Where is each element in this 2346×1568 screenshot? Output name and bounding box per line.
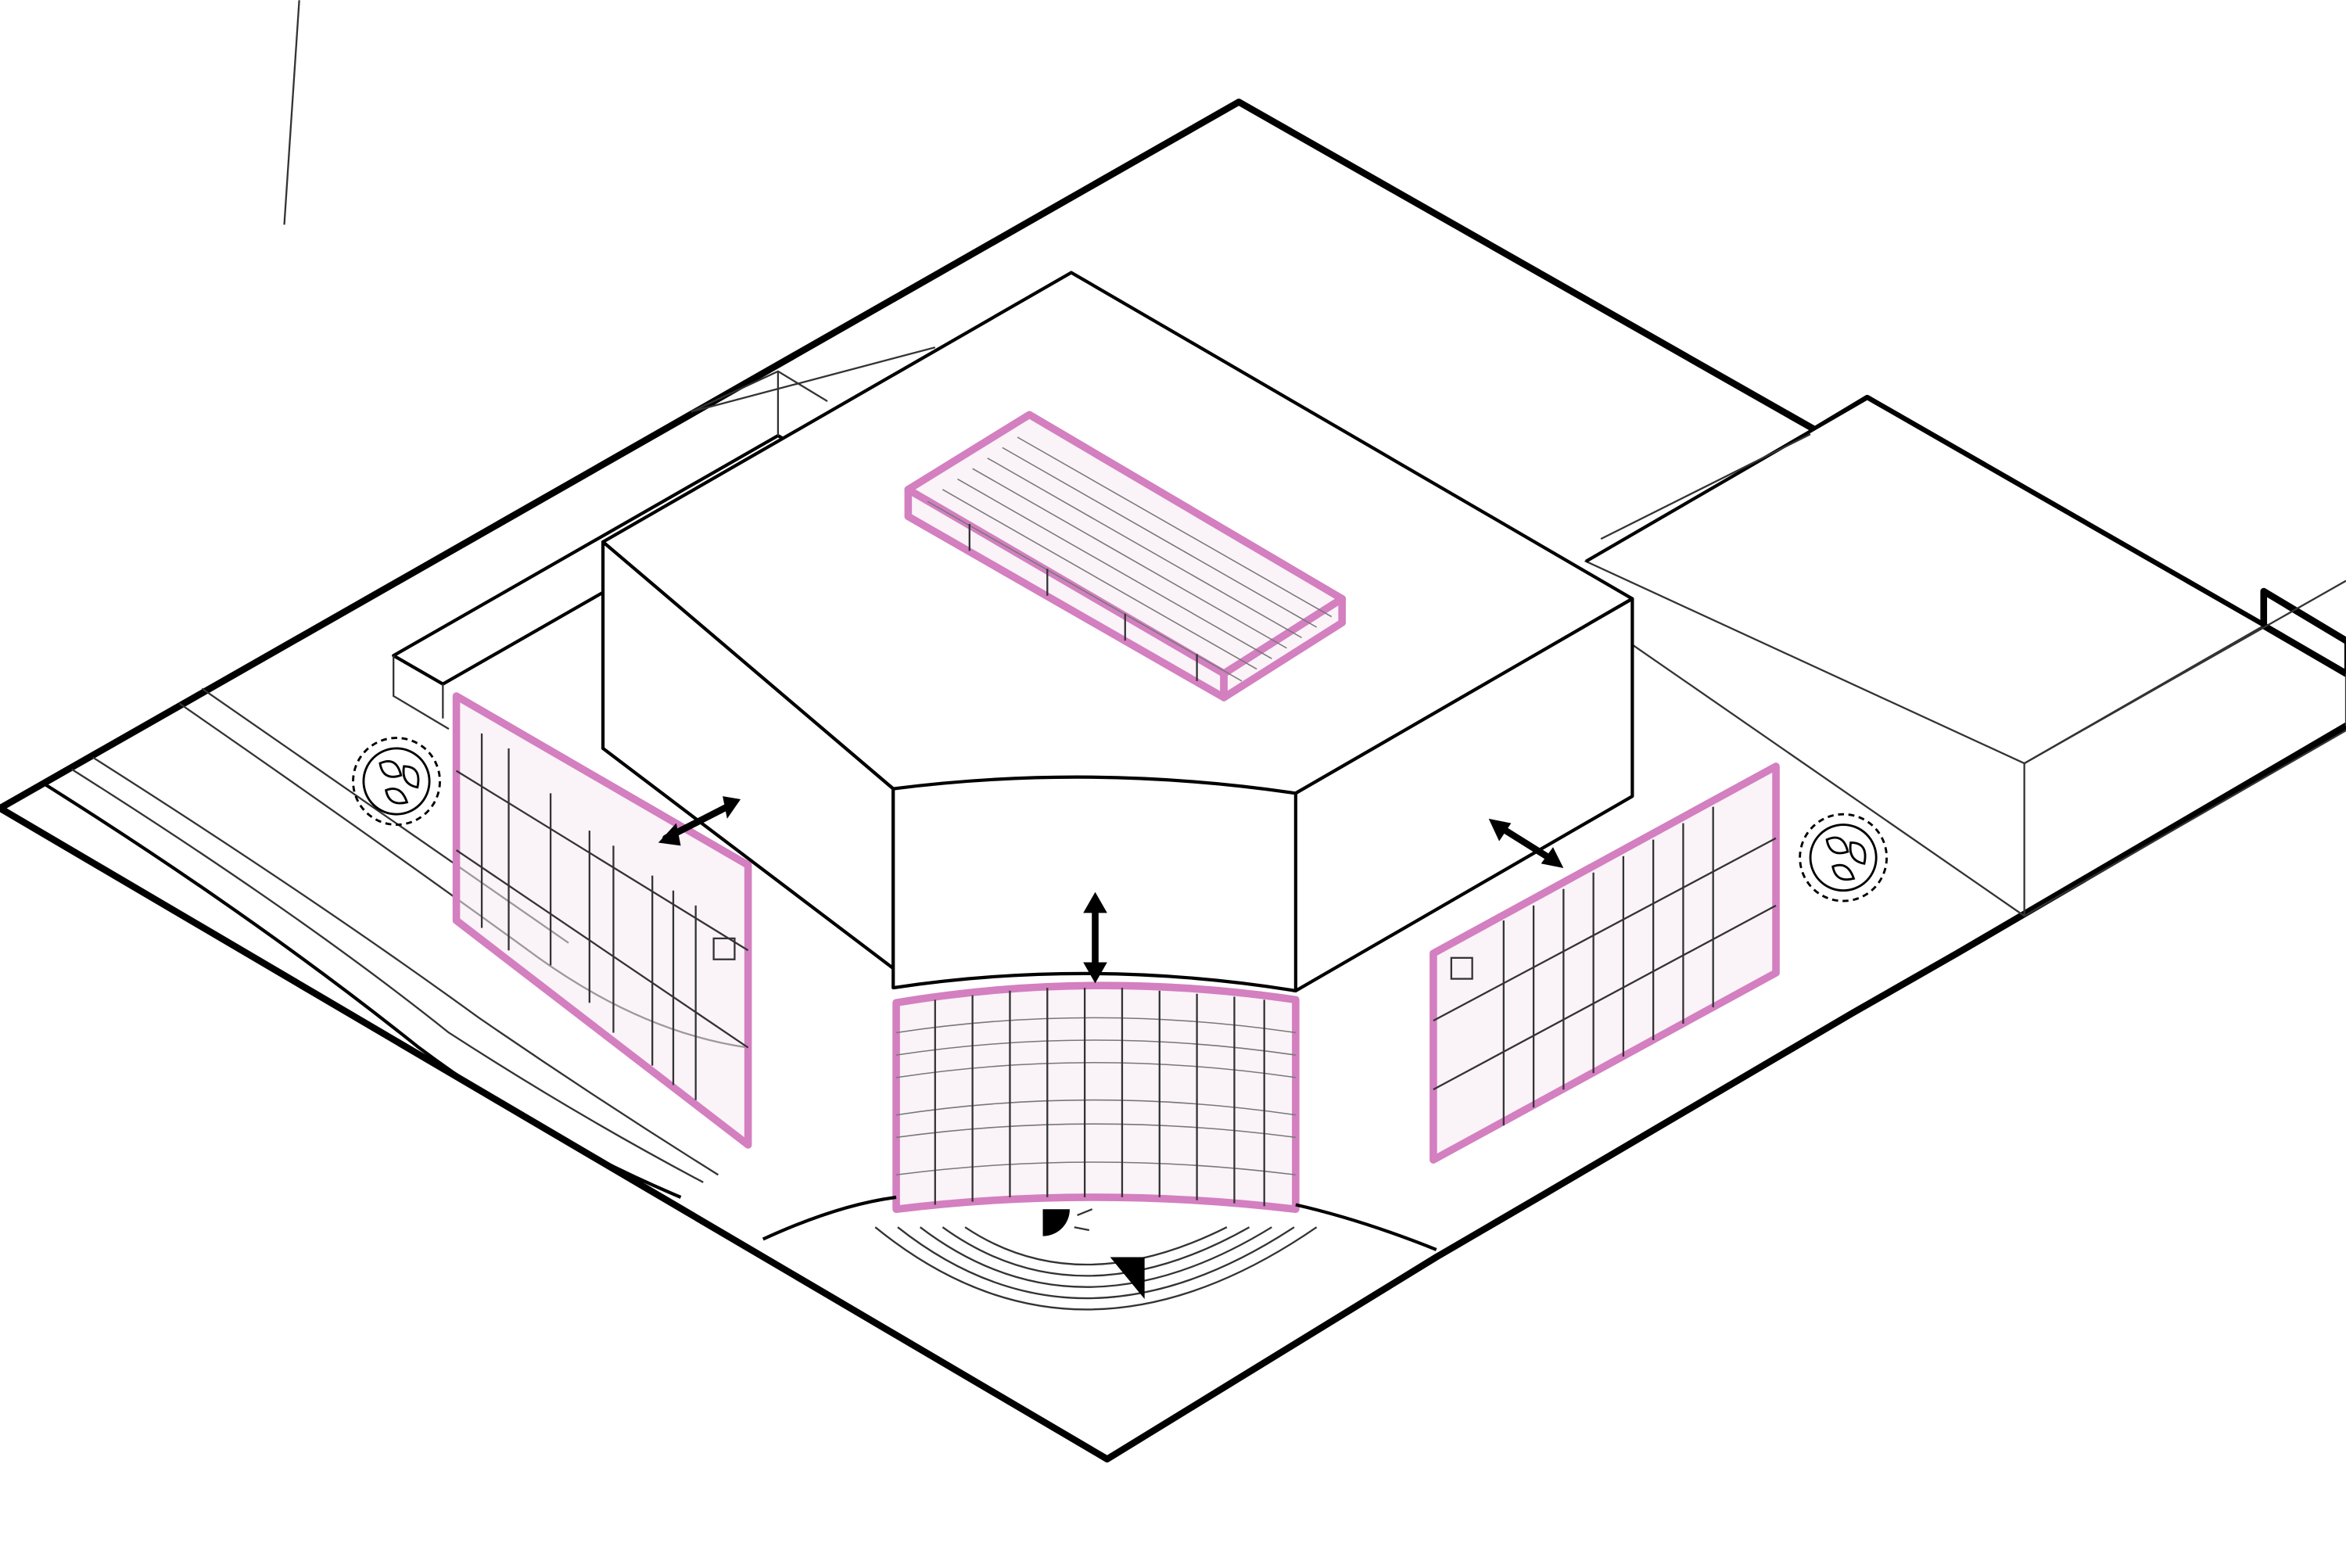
roof-skylight <box>904 411 1346 701</box>
site-outline <box>0 0 2346 1463</box>
right-facade-panel <box>1429 762 1780 1164</box>
right-long-building <box>1584 396 2346 917</box>
building-logo-icon <box>712 937 736 960</box>
curved-front-facade <box>892 981 1300 1214</box>
double-arrow-front <box>1083 892 1107 984</box>
double-arrow-right <box>1488 818 1564 869</box>
leaf-cycle-icon-left <box>352 737 441 826</box>
amphitheater-steps <box>762 1195 1437 1311</box>
double-arrow-left <box>658 796 741 846</box>
building-logo-icon-right <box>1450 956 1473 980</box>
left-facade-panel <box>452 692 752 1149</box>
leaf-cycle-icon-right <box>1799 813 1889 902</box>
